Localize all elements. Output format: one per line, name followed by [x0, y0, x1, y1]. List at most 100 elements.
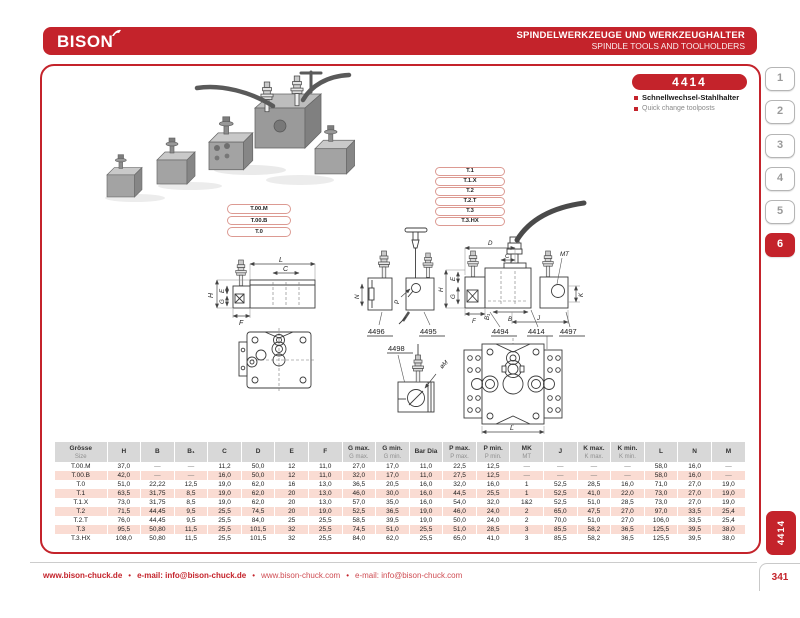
cell: 16,0	[610, 480, 645, 489]
footer-link[interactable]: www.bison-chuck.com	[261, 571, 341, 580]
col-header-top: K max.	[583, 444, 605, 452]
cell: 12,5	[476, 462, 511, 471]
cell: 46,0	[442, 507, 477, 516]
cell: —	[174, 471, 209, 480]
col-header-b: B	[140, 442, 175, 462]
side-tab-3[interactable]: 3	[765, 133, 795, 158]
part-number-4494: 4494	[492, 327, 509, 336]
cell: 71,0	[644, 480, 679, 489]
cell: 25,5	[409, 525, 444, 534]
col-header-sub: MT	[522, 453, 532, 460]
part-number-4414: 4414	[528, 327, 545, 336]
cell: 31,75	[140, 489, 175, 498]
size-label-pill: T.3	[435, 207, 505, 216]
cell: 11,0	[308, 471, 343, 480]
cell: 19,0	[409, 507, 444, 516]
cell: 27,0	[610, 507, 645, 516]
col-header-top: L	[659, 448, 664, 455]
product-illustration	[105, 70, 355, 202]
cell: 19,0	[207, 498, 242, 507]
cell: 16,0	[207, 471, 242, 480]
cell: 73,0	[107, 498, 142, 507]
part-number-4495: 4495	[420, 327, 437, 336]
col-header-n: N	[677, 442, 712, 462]
row-label: T.2.T	[55, 516, 108, 525]
footer-separator-dot: •	[128, 571, 132, 580]
cell: 36,5	[610, 525, 645, 534]
side-tab-5[interactable]: 5	[765, 200, 795, 225]
col-header-top: H	[121, 448, 127, 455]
cell: 84,0	[342, 534, 377, 543]
svg-text:J: J	[536, 315, 541, 322]
cell: 28,5	[476, 525, 511, 534]
cell: 76,0	[107, 516, 142, 525]
cell: 19,0	[409, 516, 444, 525]
svg-text:E: E	[219, 288, 226, 293]
cell: 125,5	[644, 525, 679, 534]
logo-text: BISON	[57, 31, 114, 51]
mt-label: MT	[560, 251, 570, 258]
cell: 11,0	[308, 462, 343, 471]
col-header-top: P max.	[449, 444, 470, 452]
cell: 50,0	[442, 516, 477, 525]
cell: 32,0	[476, 498, 511, 507]
side-tab-4[interactable]: 4	[765, 166, 795, 191]
cell: —	[140, 471, 175, 480]
col-header-top: Bar Dia	[414, 448, 438, 455]
side-tab-2[interactable]: 2	[765, 100, 795, 125]
cell: 58,2	[577, 534, 612, 543]
cell: 12	[274, 471, 309, 480]
svg-text:C: C	[505, 253, 510, 260]
cell: —	[577, 462, 612, 471]
cell: 65,0	[442, 534, 477, 543]
col-header-p-max-: P max.P max.	[442, 442, 477, 462]
row-label: T.3	[55, 525, 108, 534]
svg-text:H: H	[438, 287, 445, 292]
col-header-c: C	[207, 442, 242, 462]
dimension-drawing-side-view: L C H E G F	[208, 257, 316, 392]
footer-link[interactable]: www.bison-chuck.de	[43, 571, 123, 580]
side-tab-6[interactable]: 6	[765, 233, 795, 258]
cell: 28,5	[577, 480, 612, 489]
cell: 58,5	[342, 516, 377, 525]
cell: 36,5	[342, 480, 377, 489]
cell: —	[543, 462, 578, 471]
cell: 19,0	[308, 507, 343, 516]
footer-link[interactable]: e-mail: info@bison-chuck.de	[137, 571, 247, 580]
cell: 3	[509, 525, 545, 534]
cell: 30,0	[375, 489, 410, 498]
side-tab-1[interactable]: 1	[765, 67, 795, 91]
cell: 27,0	[677, 480, 712, 489]
col-header-j: J	[543, 442, 578, 462]
cell: 27,5	[442, 471, 477, 480]
size-label-pill: T.1.X	[435, 177, 505, 186]
cell: 35,0	[375, 498, 410, 507]
cell: 13,0	[308, 498, 343, 507]
col-header-sub: G max.	[349, 453, 369, 460]
svg-text:K: K	[578, 292, 585, 297]
size-label-pill: T.0	[227, 227, 291, 237]
col-header-k-min-: K min.K min.	[610, 442, 645, 462]
cell: 58,2	[577, 525, 612, 534]
cell: 11,5	[174, 525, 209, 534]
cell: 17,0	[375, 471, 410, 480]
col-header-top: MK	[521, 444, 532, 452]
footer-link[interactable]: e-mail: info@bison-chuck.com	[355, 571, 463, 580]
cell: 25,5	[308, 516, 343, 525]
cell: 25,4	[722, 517, 735, 524]
cell: 8,5	[174, 489, 209, 498]
part-number-4498: 4498	[388, 344, 405, 353]
cell: 11,0	[409, 462, 444, 471]
col-header-sub: G min.	[383, 453, 402, 460]
cell: 1	[509, 489, 545, 498]
cell: 19,0	[711, 489, 745, 498]
cell: 25,5	[409, 534, 444, 543]
cell: 50,0	[241, 462, 276, 471]
cell: 50,80	[140, 525, 175, 534]
col-header-m: M	[711, 442, 745, 462]
